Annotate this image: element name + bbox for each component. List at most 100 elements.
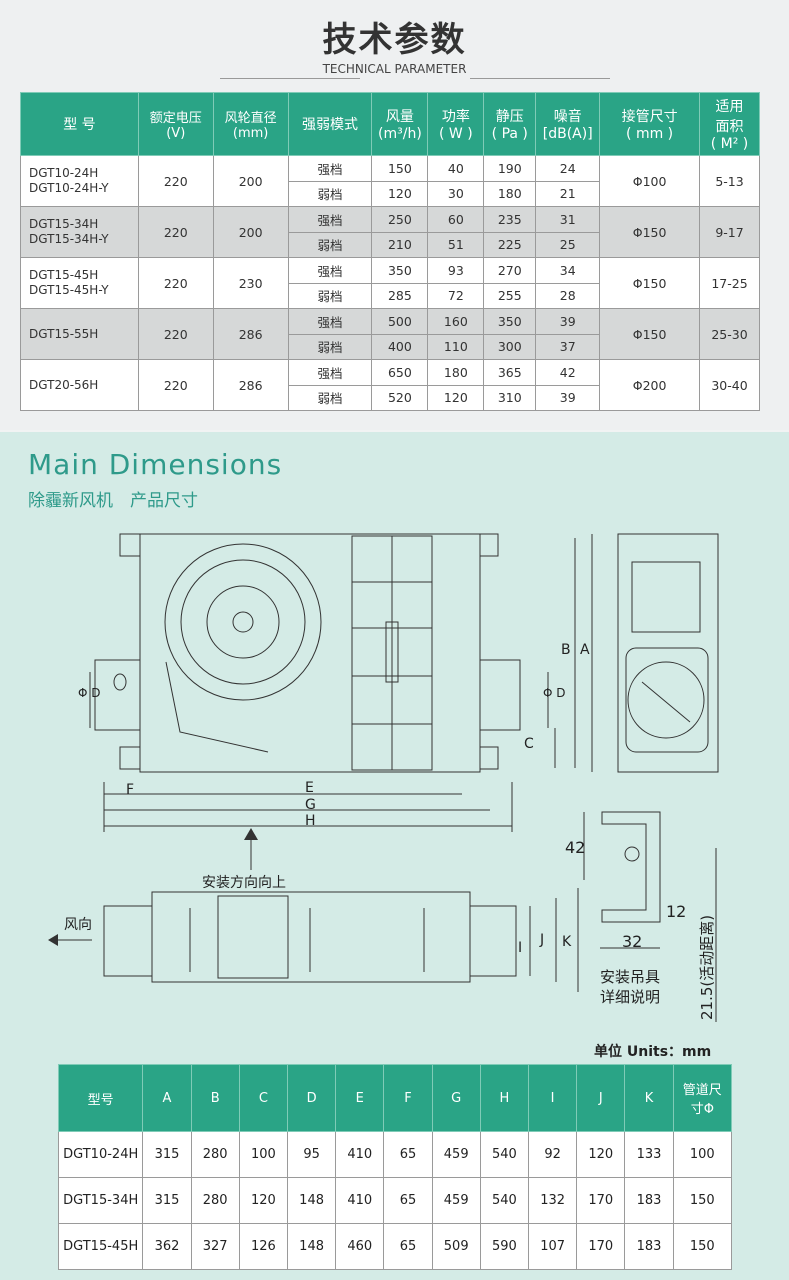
spec-value-cell: 225 bbox=[483, 231, 537, 258]
spec-mode-cell: 强档 bbox=[287, 155, 373, 182]
spec-value-cell: 42 bbox=[535, 359, 601, 386]
dim-cell: 100 bbox=[238, 1131, 288, 1178]
dim-header-cell: D bbox=[286, 1064, 337, 1132]
spec-mode-cell: 强档 bbox=[287, 206, 373, 233]
hanger-bracket bbox=[601, 811, 661, 923]
spec-pipe-cell: Φ150 bbox=[599, 257, 701, 309]
spec-value-cell: 520 bbox=[371, 384, 429, 411]
dim-cell: 133 bbox=[624, 1131, 674, 1178]
spec-wheel-cell: 230 bbox=[212, 257, 289, 309]
spec-voltage-cell: 220 bbox=[137, 359, 214, 411]
spec-value-cell: 120 bbox=[371, 180, 429, 207]
spec-wheel-cell: 200 bbox=[212, 155, 289, 207]
spec-value-cell: 120 bbox=[427, 384, 485, 411]
spec-value-cell: 500 bbox=[371, 308, 429, 335]
right-duct bbox=[479, 659, 521, 731]
spec-header-cell: 风量(m³/h) bbox=[371, 92, 429, 156]
label-A: A bbox=[580, 642, 590, 658]
side-view-body bbox=[617, 533, 719, 773]
spec-header-cell: 额定电压(V) bbox=[137, 92, 214, 156]
spec-value-cell: 25 bbox=[535, 231, 601, 258]
dim-header-cell: E bbox=[335, 1064, 385, 1132]
spec-pipe-cell: Φ100 bbox=[599, 155, 701, 207]
spec-header-cell: 接管尺寸( mm ) bbox=[599, 92, 701, 156]
spec-value-cell: 24 bbox=[535, 155, 601, 182]
dim-cell: 132 bbox=[527, 1177, 578, 1224]
title-divider-left bbox=[220, 78, 360, 79]
title-divider-right bbox=[470, 78, 610, 79]
spec-mode-cell: 弱档 bbox=[287, 282, 373, 309]
dim-cell: 65 bbox=[383, 1223, 433, 1270]
dim-cell: 362 bbox=[142, 1223, 192, 1270]
dim-cell: 150 bbox=[672, 1223, 733, 1270]
spec-value-cell: 210 bbox=[371, 231, 429, 258]
dimension-drawing bbox=[48, 533, 719, 1022]
spec-area-cell: 9-17 bbox=[699, 206, 760, 258]
spec-header-cell: 型 号 bbox=[20, 92, 139, 156]
dim-cell: 280 bbox=[190, 1177, 240, 1224]
spec-header-cell: 风轮直径(mm) bbox=[212, 92, 289, 156]
dim-header-cell: B bbox=[190, 1064, 240, 1132]
spec-value-cell: 190 bbox=[483, 155, 537, 182]
left-duct bbox=[94, 659, 141, 731]
dimensions-subtitle: 除霾新风机 产品尺寸 bbox=[28, 491, 198, 511]
spec-voltage-cell: 220 bbox=[137, 206, 214, 258]
dim-cell: 148 bbox=[286, 1223, 337, 1270]
label-H: H bbox=[305, 813, 316, 829]
spec-value-cell: 39 bbox=[535, 384, 601, 411]
spec-area-cell: 30-40 bbox=[699, 359, 760, 411]
spec-header-cell: 适用面积( M² ) bbox=[699, 92, 760, 156]
dim-cell: 280 bbox=[190, 1131, 240, 1178]
spec-mode-cell: 强档 bbox=[287, 359, 373, 386]
spec-header-row: 型 号额定电压(V)风轮直径(mm)强弱模式风量(m³/h)功率( W )静压(… bbox=[20, 92, 760, 156]
spec-value-cell: 110 bbox=[427, 333, 485, 360]
spec-header-cell: 强弱模式 bbox=[287, 92, 373, 156]
dim-cell: 126 bbox=[238, 1223, 288, 1270]
spec-header-cell: 功率( W ) bbox=[427, 92, 485, 156]
spec-mode-cell: 弱档 bbox=[287, 384, 373, 411]
spec-mode-cell: 强档 bbox=[287, 308, 373, 335]
top-view-body bbox=[151, 891, 471, 983]
label-K: K bbox=[562, 934, 572, 950]
dim-header-cell: I bbox=[527, 1064, 578, 1132]
dim-cell: 170 bbox=[576, 1223, 626, 1270]
label-D-left: Φ D bbox=[78, 686, 101, 700]
label-I: I bbox=[518, 940, 523, 956]
spec-pipe-cell: Φ200 bbox=[599, 359, 701, 411]
spec-value-cell: 310 bbox=[483, 384, 537, 411]
dim-cell: 95 bbox=[286, 1131, 337, 1178]
dim-cell: DGT15-34H bbox=[57, 1177, 144, 1224]
dim-cell: 148 bbox=[286, 1177, 337, 1224]
spec-wheel-cell: 286 bbox=[212, 359, 289, 411]
spec-value-cell: 300 bbox=[483, 333, 537, 360]
fan-wheel bbox=[164, 543, 322, 701]
label-D-right: Φ D bbox=[543, 686, 566, 700]
spec-value-cell: 30 bbox=[427, 180, 485, 207]
spec-value-cell: 180 bbox=[483, 180, 537, 207]
spec-value-cell: 40 bbox=[427, 155, 485, 182]
spec-value-cell: 350 bbox=[371, 257, 429, 284]
spec-voltage-cell: 220 bbox=[137, 257, 214, 309]
label-G: G bbox=[305, 797, 316, 813]
dim-cell: 120 bbox=[238, 1177, 288, 1224]
dim-cell: 100 bbox=[672, 1131, 733, 1178]
spec-model-cell: DGT20-56H bbox=[20, 359, 139, 411]
dim-cell: 460 bbox=[335, 1223, 385, 1270]
label-12: 12 bbox=[666, 902, 687, 921]
spec-value-cell: 31 bbox=[535, 206, 601, 233]
dim-cell: 65 bbox=[383, 1131, 433, 1178]
dimensions-title: Main Dimensions bbox=[28, 448, 283, 481]
spec-value-cell: 51 bbox=[427, 231, 485, 258]
label-B: B bbox=[561, 642, 571, 658]
label-42: 42 bbox=[565, 838, 586, 857]
spec-header-cell: 噪音[dB(A)] bbox=[535, 92, 601, 156]
